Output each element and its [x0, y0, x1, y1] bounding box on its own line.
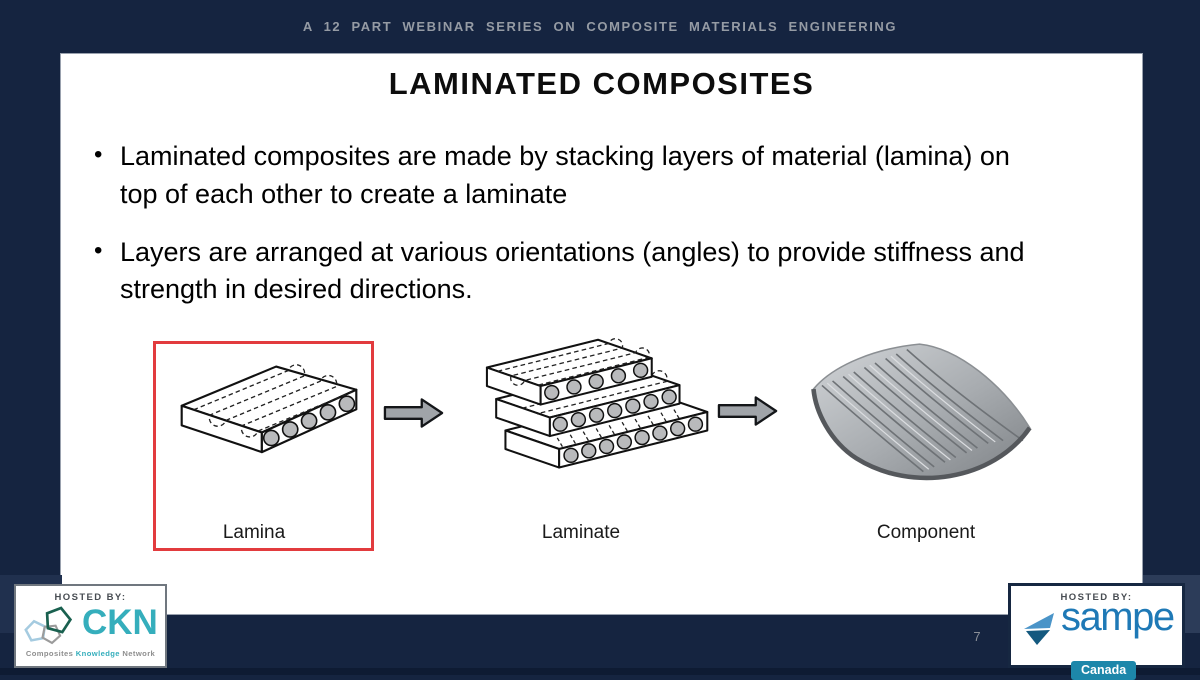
- ckn-logo: CKN: [22, 603, 163, 647]
- laminate-top-dashes: [497, 338, 651, 386]
- bullet-text: Layers are arranged at various orientati…: [120, 236, 1025, 305]
- bullet-text: Laminated composites are made by stackin…: [120, 141, 1010, 209]
- block-arrow-icon: [717, 396, 778, 426]
- sampe-hosted-by-label: HOSTED BY:: [1060, 592, 1133, 603]
- sampe-logo-box: HOSTED BY: sampe Canada: [1008, 583, 1185, 680]
- ckn-tagline-word: Composites: [25, 649, 74, 658]
- bullet-marker: •: [94, 141, 103, 168]
- ckn-logo-box: HOSTED BY: CKN Composites Knowledge Netw…: [14, 584, 167, 668]
- sampe-logo: sampe Canada: [1021, 595, 1181, 680]
- ckn-pentagons-icon: [24, 606, 73, 645]
- laminate-90deg-dashes: [556, 409, 682, 450]
- laminate-illustration: [485, 338, 709, 469]
- page-number: 7: [973, 629, 981, 644]
- stage-label-component: Component: [876, 522, 976, 543]
- ckn-acronym: CKN: [82, 603, 158, 642]
- lamina-fiber-dashes: [193, 364, 353, 438]
- ckn-tagline: Composites Knowledge Network: [16, 649, 165, 658]
- sampe-mark-icon: [1024, 613, 1054, 645]
- laminate-mid-circles: [552, 389, 677, 432]
- bullet-marker: •: [94, 236, 103, 264]
- stage-label-lamina: Lamina: [222, 522, 286, 543]
- ckn-tagline-word: Network: [122, 649, 156, 658]
- component-ribs: [821, 348, 1024, 473]
- ckn-tagline-word: Knowledge: [75, 649, 120, 658]
- slide: LAMINATED COMPOSITES • Laminated composi…: [60, 53, 1143, 615]
- lamina-fiber-circles: [262, 395, 356, 447]
- block-arrow-icon: [383, 398, 444, 428]
- bullet-item: • Laminated composites are made by stack…: [94, 138, 1054, 214]
- component-rib-highlights: [826, 355, 996, 470]
- bullet-list: • Laminated composites are made by stack…: [94, 138, 1054, 329]
- lamina-highlight-box: [153, 341, 374, 551]
- slide-title: LAMINATED COMPOSITES: [388, 66, 815, 101]
- component-front-edge: [811, 388, 1032, 481]
- stage-label-laminate: Laminate: [541, 522, 621, 543]
- lamina-illustration: [180, 364, 358, 454]
- component-illustration: [811, 343, 1032, 481]
- banner-title: A 12 PART WEBINAR SERIES ON COMPOSITE MA…: [302, 19, 898, 34]
- laminate-bottom-circles: [563, 416, 704, 464]
- laminate-top-circles: [544, 362, 649, 401]
- webinar-banner: A 12 PART WEBINAR SERIES ON COMPOSITE MA…: [0, 0, 1200, 53]
- bullet-item: • Layers are arranged at various orienta…: [94, 234, 1054, 310]
- ckn-hosted-by-label: HOSTED BY:: [54, 592, 127, 603]
- sampe-wordmark: sampe: [1061, 595, 1175, 639]
- sampe-country-badge: Canada: [1071, 661, 1137, 680]
- decor-strip-bottom: [0, 668, 1200, 675]
